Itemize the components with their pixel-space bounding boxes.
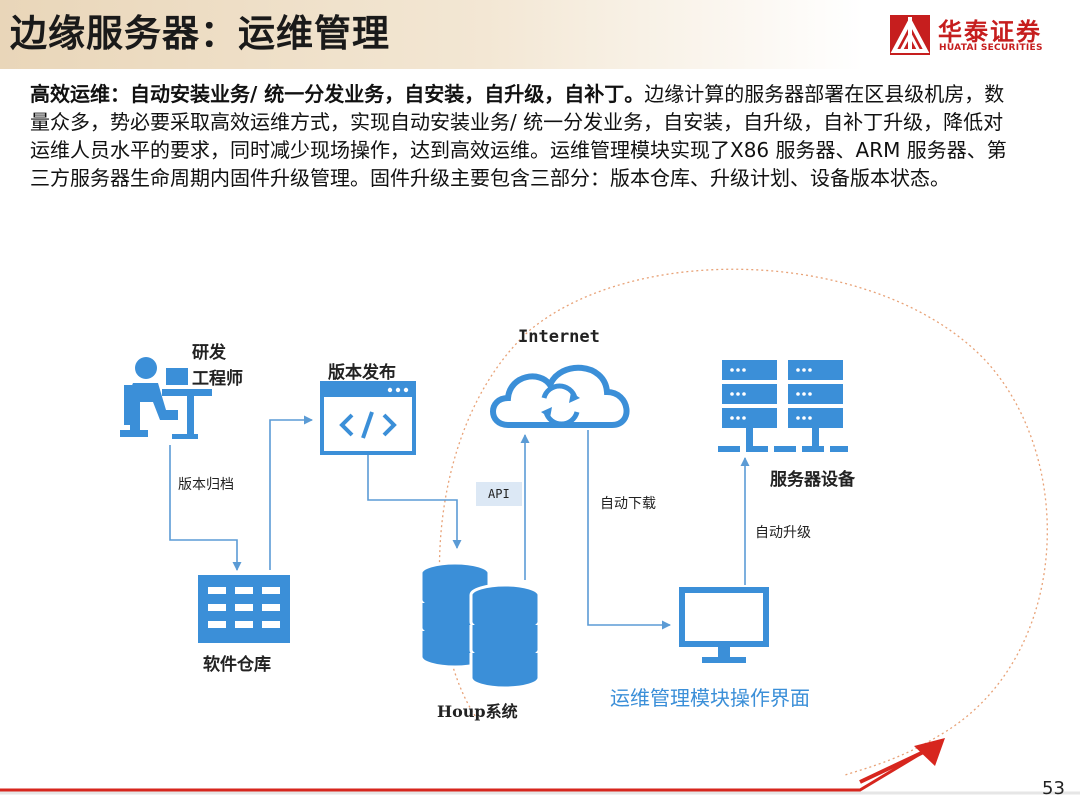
houp-label: Houp系统 — [437, 702, 518, 721]
developer-engineer-icon — [120, 357, 212, 439]
ops-ui-label: 运维管理模块操作界面 — [610, 686, 810, 710]
brand-name-en: HUATAI SECURITIES — [939, 43, 1043, 53]
huatai-logo-icon — [890, 15, 930, 55]
connector-internet-to-ops-ui — [587, 430, 671, 630]
cloud-sync-icon — [490, 364, 630, 428]
edge-boundary-circle — [438, 268, 1048, 776]
connector-engineer-to-repository — [169, 445, 242, 571]
api-badge — [476, 482, 522, 506]
api-edge-label: API — [488, 487, 510, 501]
page-title: 边缘服务器：运维管理 — [10, 12, 390, 55]
page-number: 53 — [1042, 778, 1065, 799]
header-bar: 边缘服务器：运维管理 华泰证券 HUATAI SECURITIES — [0, 0, 1080, 69]
engineer-label-line2: 工程师 — [192, 369, 243, 389]
description-lead: 高效运维：自动安装业务/ 统一分发业务，自安装，自升级，自补丁。 — [30, 82, 645, 106]
auto-download-edge-label: 自动下载 — [600, 496, 656, 512]
repository-grid-icon — [198, 575, 290, 643]
connector-release-to-houp — [367, 455, 462, 549]
servers-label: 服务器设备 — [770, 470, 855, 490]
engineer-label-line1: 研发 — [192, 343, 226, 363]
description-body: 边缘计算的服务器部署在区县级机房，数量众多，势必要采取高效运维方式，实现自动安装… — [30, 82, 1007, 190]
release-label: 版本发布 — [328, 363, 396, 383]
code-window-icon — [320, 381, 416, 455]
brand-logo: 华泰证券 HUATAI SECURITIES — [890, 12, 1060, 58]
monitor-icon — [679, 587, 769, 663]
description-paragraph: 高效运维：自动安装业务/ 统一分发业务，自安装，自升级，自补丁。边缘计算的服务器… — [30, 80, 1020, 192]
auto-upgrade-edge-label: 自动升级 — [755, 525, 811, 541]
internet-label: Internet — [518, 327, 600, 347]
server-rack-icon — [718, 360, 848, 452]
repository-label: 软件仓库 — [203, 655, 271, 675]
footer-accent-arrow-icon — [0, 738, 1080, 795]
database-stack-icon — [419, 561, 541, 690]
brand-name-cn: 华泰证券 — [938, 18, 1042, 46]
connector-repository-to-release — [269, 415, 313, 570]
archive-edge-label: 版本归档 — [178, 477, 234, 493]
